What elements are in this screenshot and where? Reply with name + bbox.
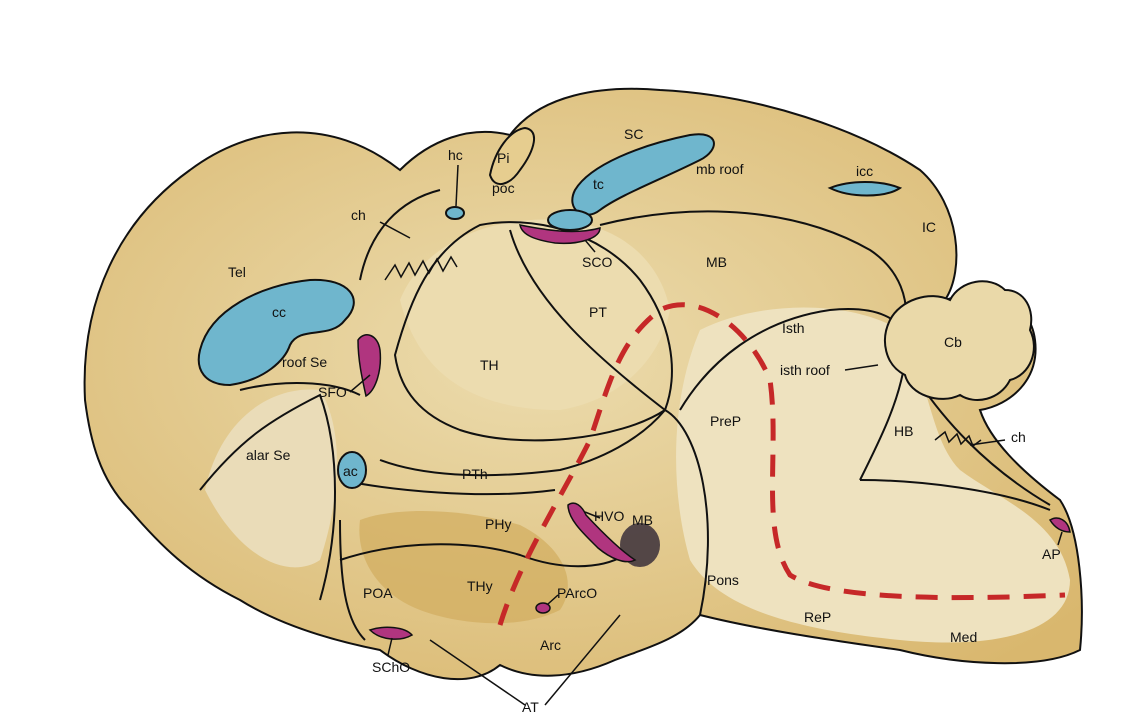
label-hb: HB (894, 423, 913, 439)
label-mb-roof: mb roof (696, 161, 744, 177)
label-poc: poc (492, 180, 515, 196)
label-icc: icc (856, 163, 873, 179)
label-rep: ReP (804, 609, 831, 625)
label-th: TH (480, 357, 499, 373)
label-ch-right: ch (1011, 429, 1026, 445)
label-prep: PreP (710, 413, 741, 429)
label-isth-roof: isth roof (780, 362, 830, 378)
label-phy: PHy (485, 516, 511, 532)
sco-ventricle (548, 210, 592, 230)
label-at: AT (522, 699, 539, 713)
label-poa: POA (363, 585, 393, 601)
label-scho: SChO (372, 659, 410, 675)
label-sc: SC (624, 126, 643, 142)
label-ic: IC (922, 219, 936, 235)
label-thy: THy (467, 578, 493, 594)
label-hc: hc (448, 147, 463, 163)
label-tc: tc (593, 176, 604, 192)
label-pth: PTh (462, 466, 488, 482)
label-sfo: SFO (318, 384, 347, 400)
label-tel: Tel (228, 264, 246, 280)
label-ap: AP (1042, 546, 1061, 562)
label-arc: Arc (540, 637, 561, 653)
label-ch-top: ch (351, 207, 366, 223)
label-isth: Isth (782, 320, 805, 336)
label-alar-se: alar Se (246, 447, 291, 463)
parco-organ (536, 603, 550, 613)
label-sco: SCO (582, 254, 612, 270)
label-pt: PT (589, 304, 607, 320)
label-pons: Pons (707, 572, 739, 588)
hc-ventricle (446, 207, 464, 219)
label-roof-se: roof Se (282, 354, 327, 370)
label-med: Med (950, 629, 977, 645)
label-ac: ac (343, 463, 358, 479)
label-cb: Cb (944, 334, 962, 350)
label-cc: cc (272, 304, 286, 320)
label-mb-top: MB (706, 254, 727, 270)
label-hvo: HVO (594, 508, 624, 524)
label-parco: PArcO (557, 585, 597, 601)
label-pi: Pi (497, 150, 509, 166)
label-mb-bottom: MB (632, 512, 653, 528)
